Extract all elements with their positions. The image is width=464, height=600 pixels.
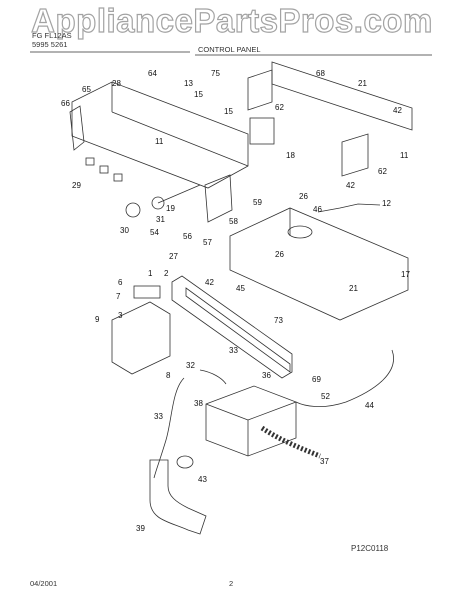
callout: 33 — [154, 412, 163, 421]
callout: 57 — [203, 238, 212, 247]
callout: 45 — [236, 284, 245, 293]
callout: 54 — [150, 228, 159, 237]
callout: 42 — [393, 106, 402, 115]
callout: 29 — [72, 181, 81, 190]
duct-62-upper — [247, 69, 273, 111]
clamp-43 — [176, 455, 194, 469]
callout: 62 — [275, 103, 284, 112]
callout: 58 — [229, 217, 238, 226]
callout: 37 — [320, 457, 329, 466]
callout: 62 — [378, 167, 387, 176]
callout: 42 — [346, 181, 355, 190]
callout: 21 — [358, 79, 367, 88]
callout: 31 — [156, 215, 165, 224]
callout: 68 — [316, 69, 325, 78]
callout: 2 — [164, 269, 169, 278]
callout: 69 — [312, 375, 321, 384]
callout: 56 — [183, 232, 192, 241]
callout: 19 — [166, 204, 175, 213]
callout: 33 — [229, 346, 238, 355]
callout: 3 — [118, 311, 123, 320]
callout: 8 — [166, 371, 171, 380]
callout: 26 — [275, 250, 284, 259]
model-line: FG FL12AS — [32, 31, 72, 40]
callout: 11 — [155, 137, 164, 146]
callout: 43 — [198, 475, 207, 484]
callout: 17 — [401, 270, 410, 279]
callout: 27 — [169, 252, 178, 261]
section-title: CONTROL PANEL — [198, 45, 261, 54]
callout: 42 — [205, 278, 214, 287]
callout: 28 — [112, 79, 121, 88]
knob-31 — [151, 196, 165, 210]
callout: 6 — [118, 278, 123, 287]
dispenser-insert — [133, 285, 161, 299]
callout: 64 — [148, 69, 157, 78]
knob-30 — [125, 202, 141, 218]
button-29a — [85, 157, 95, 166]
bellows-hose — [260, 425, 321, 459]
console-frame — [71, 81, 249, 189]
callout: 66 — [61, 99, 70, 108]
button-29b — [99, 165, 109, 174]
timer-18 — [249, 117, 275, 145]
callout: 26 — [299, 192, 308, 201]
callout: 32 — [186, 361, 195, 370]
callout: 46 — [313, 205, 322, 214]
button-29c — [113, 173, 123, 182]
callout: 21 — [349, 284, 358, 293]
callout: 38 — [194, 399, 203, 408]
control-panel-face — [171, 275, 293, 379]
callout: 13 — [184, 79, 193, 88]
diagram-code: P12C0118 — [351, 544, 389, 553]
callout: 65 — [82, 85, 91, 94]
callout: 73 — [274, 316, 283, 325]
callout: 44 — [365, 401, 374, 410]
callout: 36 — [262, 371, 271, 380]
cabinet-top — [229, 207, 409, 321]
duct-62-lower — [341, 133, 369, 177]
callout: 9 — [95, 315, 100, 324]
hose-32 — [199, 369, 227, 385]
dispenser-housing — [205, 385, 297, 457]
inlet-hose — [295, 349, 394, 407]
callout: 15 — [194, 90, 203, 99]
end-cap-left — [69, 105, 85, 151]
callout: 59 — [253, 198, 262, 207]
hose-33 — [153, 377, 185, 479]
callout: 30 — [120, 226, 129, 235]
dispenser-drawer — [111, 301, 171, 375]
footer-date: 04/2001 — [30, 579, 58, 588]
callout: 52 — [321, 392, 330, 401]
callout: 1 — [148, 269, 153, 278]
page-number: 2 — [229, 579, 234, 588]
callout: 18 — [286, 151, 295, 160]
part-line: 5995 5261 — [32, 40, 68, 49]
back-panel — [271, 61, 413, 131]
callout: 11 — [400, 151, 409, 160]
side-bracket — [204, 174, 233, 223]
harness-12 — [317, 203, 381, 213]
callout: 12 — [382, 199, 391, 208]
elbow-39 — [149, 459, 207, 535]
callout: 39 — [136, 524, 145, 533]
callout: 15 — [224, 107, 233, 116]
callout: 75 — [211, 69, 220, 78]
callout: 7 — [116, 292, 121, 301]
